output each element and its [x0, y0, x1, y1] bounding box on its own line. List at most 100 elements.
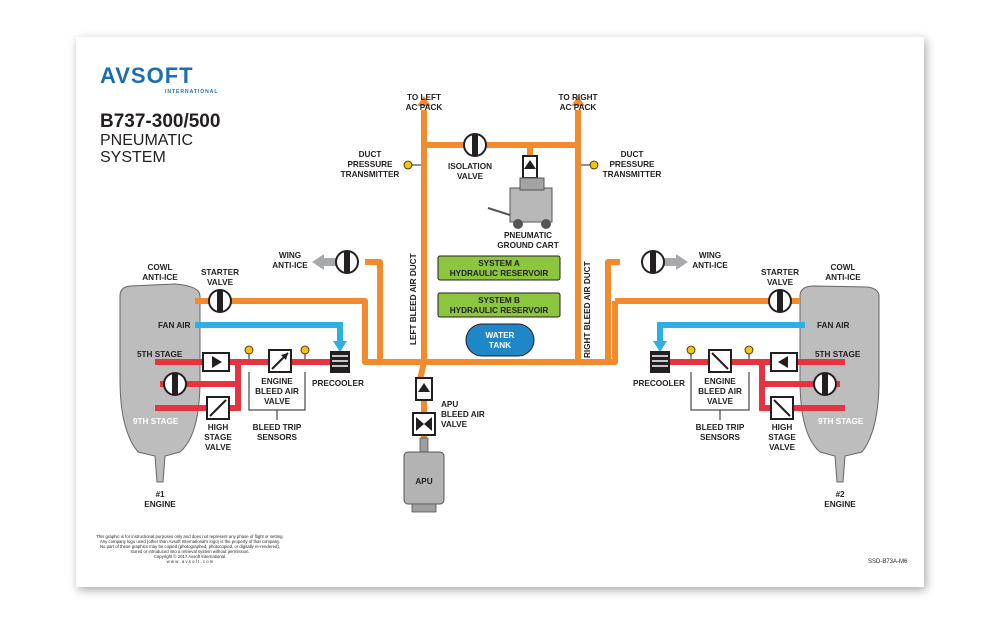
label-pneumatic-ground-cart: PNEUMATIC GROUND CART — [497, 231, 558, 250]
svg-text:WATER: WATER — [486, 331, 515, 340]
svg-text:PRESSURE: PRESSURE — [609, 160, 655, 169]
svg-text:w w w . a v s o f t . c o m: w w w . a v s o f t . c o m — [167, 559, 214, 564]
svg-text:GROUND CART: GROUND CART — [497, 241, 558, 250]
svg-text:Any company logo used (other t: Any company logo used (other than Avsoft… — [100, 539, 280, 544]
avsoft-logo: AVSOFT INTERNATIONAL — [100, 63, 218, 95]
wing-anti-ice-left-arrow — [312, 254, 336, 270]
fifth-stage-check-valve-right — [770, 352, 798, 372]
svg-text:TO RIGHT: TO RIGHT — [559, 93, 598, 102]
svg-text:ANTI-ICE: ANTI-ICE — [142, 273, 178, 282]
wing-anti-ice-valve-right[interactable] — [641, 250, 665, 274]
high-stage-valve-left[interactable] — [206, 396, 230, 420]
label-5th-stage-left: 5TH STAGE — [137, 350, 183, 359]
svg-text:PRESSURE: PRESSURE — [347, 160, 393, 169]
label-cowl-anti-ice-left: COWL ANTI-ICE — [142, 263, 178, 282]
svg-text:ANTI-ICE: ANTI-ICE — [272, 261, 308, 270]
starter-valve-left[interactable] — [208, 289, 232, 313]
svg-text:VALVE: VALVE — [767, 278, 794, 287]
svg-text:VALVE: VALVE — [707, 397, 734, 406]
wing-anti-ice-right-arrow — [664, 254, 688, 270]
cowl-anti-ice-valve-left[interactable] — [163, 372, 187, 396]
label-precooler-right: PRECOOLER — [633, 379, 685, 388]
svg-text:HIGH: HIGH — [772, 423, 793, 432]
bleed-air-ducts — [195, 110, 800, 460]
system-b-reservoir — [437, 292, 561, 318]
svg-text:STARTER: STARTER — [201, 268, 239, 277]
svg-text:AC PACK: AC PACK — [560, 103, 597, 112]
svg-text:TRANSMITTER: TRANSMITTER — [603, 170, 662, 179]
svg-text:VALVE: VALVE — [207, 278, 234, 287]
svg-text:STAGE: STAGE — [768, 433, 796, 442]
svg-text:TANK: TANK — [489, 341, 511, 350]
label-duct-pressure-transmitter-right: DUCT PRESSURE TRANSMITTER — [603, 150, 662, 179]
pneumatic-ground-cart-icon — [487, 177, 553, 229]
label-to-left-ac-pack: TO LEFT AC PACK — [406, 93, 443, 112]
label-apu: APU — [415, 477, 432, 486]
svg-text:AC PACK: AC PACK — [406, 103, 443, 112]
svg-text:This graphic is for instructio: This graphic is for instructional purpos… — [96, 534, 284, 539]
water-tank — [465, 323, 535, 357]
svg-text:TO LEFT: TO LEFT — [407, 93, 441, 102]
label-left-bleed-air-duct: LEFT BLEED AIR DUCT — [409, 253, 418, 345]
sensor-bulbs — [244, 160, 754, 355]
svg-text:VALVE: VALVE — [441, 420, 468, 429]
svg-text:No part of these graphics may: No part of these graphics may be copied … — [100, 544, 280, 549]
svg-text:TRANSMITTER: TRANSMITTER — [341, 170, 400, 179]
logo-subtext: INTERNATIONAL — [165, 89, 218, 95]
label-system-b-reservoir: SYSTEM B HYDRAULIC RESERVOIR — [450, 296, 549, 315]
label-to-right-ac-pack: TO RIGHT AC PACK — [559, 93, 598, 112]
svg-text:BLEED TRIP: BLEED TRIP — [696, 423, 745, 432]
arrow-fan-air-right — [653, 341, 667, 352]
svg-text:DUCT: DUCT — [621, 150, 644, 159]
label-cowl-anti-ice-right: COWL ANTI-ICE — [825, 263, 861, 282]
label-bleed-trip-sensors-right: BLEED TRIP SENSORS — [696, 423, 745, 442]
svg-text:ANTI-ICE: ANTI-ICE — [692, 261, 728, 270]
footer-code: SSD-B73A-M6 — [868, 559, 908, 565]
apu-check-valve — [415, 377, 433, 401]
svg-text:WING: WING — [279, 251, 301, 260]
svg-text:BLEED TRIP: BLEED TRIP — [253, 423, 302, 432]
svg-text:VALVE: VALVE — [264, 397, 291, 406]
apu-bleed-air-valve[interactable] — [412, 412, 436, 436]
svg-text:APU: APU — [441, 400, 458, 409]
svg-text:stored or introduced into a re: stored or introduced into a retrieval sy… — [130, 549, 249, 554]
bleed-trip-sensor-bracket-left — [248, 372, 306, 420]
label-high-stage-valve-left: HIGH STAGE VALVE — [204, 423, 232, 452]
label-starter-valve-right: STARTER VALVE — [761, 268, 799, 287]
system-a-reservoir — [437, 255, 561, 281]
svg-text:VALVE: VALVE — [769, 443, 796, 452]
svg-text:HYDRAULIC RESERVOIR: HYDRAULIC RESERVOIR — [450, 269, 549, 278]
high-stage-valve-right[interactable] — [770, 396, 794, 420]
isolation-valve[interactable] — [463, 133, 487, 157]
engine-bleed-air-valve-right[interactable] — [708, 349, 732, 373]
wing-anti-ice-valve-left[interactable] — [335, 250, 359, 274]
fan-air-ducts — [195, 322, 805, 342]
svg-text:BLEED AIR: BLEED AIR — [441, 410, 485, 419]
label-wing-anti-ice-right: WING ANTI-ICE — [692, 251, 728, 270]
svg-text:STARTER: STARTER — [761, 268, 799, 277]
starter-valve-right[interactable] — [768, 289, 792, 313]
svg-text:VALVE: VALVE — [457, 172, 484, 181]
svg-text:PNEUMATIC: PNEUMATIC — [504, 231, 552, 240]
svg-text:COWL: COWL — [147, 263, 172, 272]
label-precooler-left: PRECOOLER — [312, 379, 364, 388]
svg-text:WING: WING — [699, 251, 721, 260]
cowl-anti-ice-valve-right[interactable] — [813, 372, 837, 396]
label-engine-bleed-air-valve-right: ENGINE BLEED AIR VALVE — [698, 377, 742, 406]
svg-text:SENSORS: SENSORS — [257, 433, 298, 442]
svg-text:ENGINE: ENGINE — [824, 500, 856, 509]
svg-text:VALVE: VALVE — [205, 443, 232, 452]
svg-text:Copyright © 2017 Avsoft Intern: Copyright © 2017 Avsoft International. — [154, 554, 226, 559]
label-fan-air-right: FAN AIR — [817, 321, 850, 330]
label-engine-bleed-air-valve-left: ENGINE BLEED AIR VALVE — [255, 377, 299, 406]
footer-disclaimer: This graphic is for instructional purpos… — [96, 534, 284, 564]
arrow-right-pack — [571, 96, 585, 106]
precooler-left — [330, 351, 350, 373]
svg-text:STAGE: STAGE — [204, 433, 232, 442]
label-fan-air-left: FAN AIR — [158, 321, 191, 330]
svg-text:DUCT: DUCT — [359, 150, 382, 159]
engine-bleed-air-valve-left[interactable] — [268, 349, 292, 373]
title-line-2: SYSTEM — [100, 149, 166, 166]
label-bleed-trip-sensors-left: BLEED TRIP SENSORS — [253, 423, 302, 442]
